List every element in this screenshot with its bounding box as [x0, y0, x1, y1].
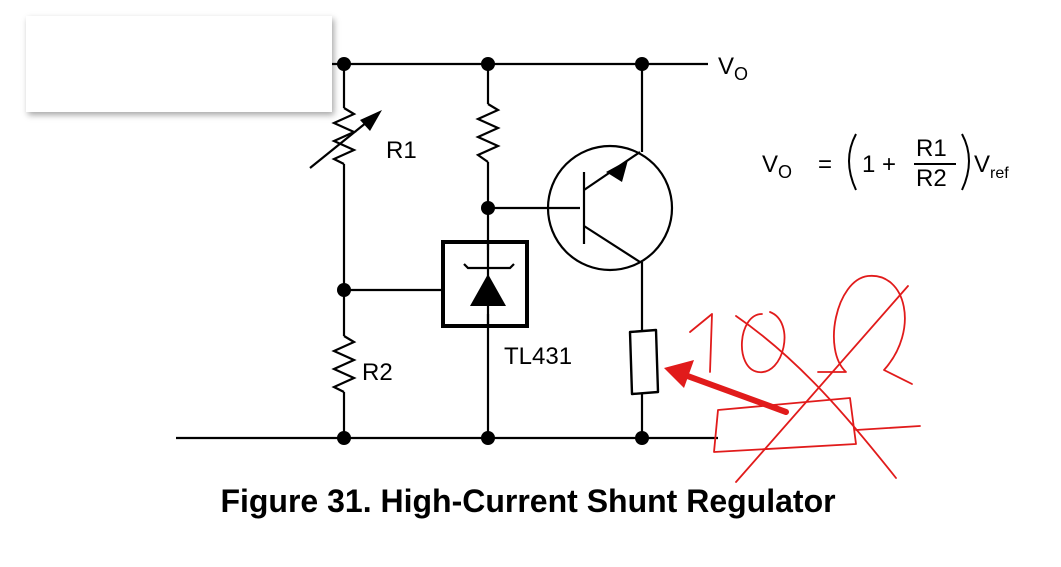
- transistor-emitter-arrow: [606, 160, 628, 182]
- vo-label: VO: [718, 53, 748, 84]
- transistor-collector-line: [583, 225, 641, 263]
- r1-variable-arrow: [309, 117, 373, 169]
- handwritten-annotations: [664, 275, 921, 483]
- formula-denominator: R2: [916, 165, 947, 192]
- overlay-panel: [26, 16, 332, 112]
- junction-dot: [337, 57, 351, 71]
- formula-vref: Vref: [974, 151, 1009, 182]
- junction-dot: [481, 57, 495, 71]
- output-voltage-formula: VO = 1 + R1 R2 Vref: [762, 133, 1009, 192]
- junction-dot: [481, 201, 495, 215]
- tl431-box: [441, 240, 529, 328]
- figure-caption: Figure 31. High-Current Shunt Regulator: [220, 483, 835, 519]
- tl431-cathode-bar: [463, 263, 515, 270]
- handwritten-arrow-shaft: [679, 371, 789, 415]
- r1-arrow-head: [360, 110, 382, 131]
- formula-left-paren: [848, 133, 857, 191]
- formula-one-plus: 1 +: [862, 151, 896, 178]
- tl431-label: TL431: [504, 343, 572, 370]
- mid-resistor: [475, 103, 501, 163]
- junction-dot: [337, 283, 351, 297]
- formula-equals: =: [818, 151, 832, 178]
- r1-resistor: [331, 107, 357, 165]
- formula-lhs: VO: [762, 151, 792, 182]
- formula-right-paren: [961, 133, 970, 191]
- handwritten-digit-one: [689, 313, 713, 373]
- formula-numerator: R1: [916, 135, 947, 162]
- handwritten-digit-zero: [740, 311, 786, 373]
- handwritten-arrow-head: [664, 360, 694, 388]
- junction-dot: [635, 57, 649, 71]
- junction-dot: [337, 431, 351, 445]
- r2-label: R2: [362, 359, 393, 386]
- handwritten-cross-mark: [735, 285, 909, 483]
- handwritten-cross-mark: [735, 315, 897, 479]
- handwritten-omega: [817, 275, 913, 385]
- tl431-diode-triangle: [470, 274, 506, 306]
- handwritten-small-resistor: [628, 328, 660, 396]
- r1-label: R1: [386, 137, 417, 164]
- transistor-circle: [546, 144, 674, 272]
- r2-resistor: [331, 335, 357, 393]
- handwritten-lead-wire: [855, 425, 921, 431]
- junction-dot: [481, 431, 495, 445]
- junction-dot: [635, 431, 649, 445]
